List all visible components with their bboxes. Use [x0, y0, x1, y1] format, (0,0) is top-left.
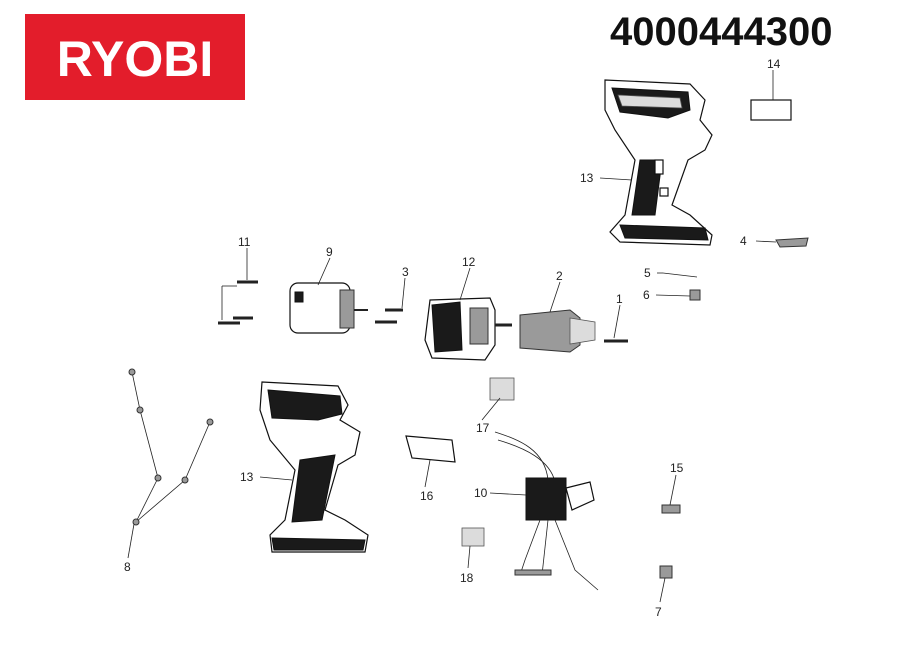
part-11-switch	[494, 431, 599, 591]
model-number: 4000444300	[610, 10, 833, 54]
part-14-led	[661, 504, 681, 514]
callout-10: 11	[238, 235, 251, 249]
callout-13-lower: 13	[240, 470, 254, 484]
logo-text: RYOBI	[57, 31, 214, 87]
part-15-label	[750, 99, 792, 121]
part-8-wires	[128, 368, 214, 526]
callout-labels: 14 13 4 5 6 11 9 3 12 2 1 17 13 16 10 15…	[124, 57, 781, 619]
callout-7: 7	[655, 605, 662, 619]
part-6-clip	[689, 289, 701, 301]
callout-14: 15	[670, 461, 684, 475]
part-4-latch	[775, 237, 809, 248]
callout-4: 4	[740, 234, 747, 248]
part-10-screws	[218, 280, 258, 325]
callout-17: 17	[476, 421, 490, 435]
part-18-insulator	[461, 527, 485, 547]
part-7-clip	[659, 565, 673, 579]
callout-12: 12	[462, 255, 476, 269]
ryobi-logo: RYOBI	[25, 14, 245, 100]
leader-lines	[127, 70, 777, 603]
callout-18: 18	[460, 571, 474, 585]
part-2-chuck	[519, 309, 596, 353]
callout-5: 5	[644, 266, 651, 280]
callout-8: 8	[124, 560, 131, 574]
callout-6: 6	[643, 288, 650, 302]
callout-13-upper: 13	[580, 171, 594, 185]
part-13-housing-upper	[604, 79, 713, 246]
callout-3: 3	[402, 265, 409, 279]
part-16-label	[405, 435, 456, 463]
part-13-housing-lower	[259, 381, 369, 553]
callout-15: 14	[767, 57, 781, 71]
part-12-gearbox	[424, 297, 512, 361]
logo-background	[25, 14, 245, 100]
callout-9: 9	[326, 245, 333, 259]
part-5-spring	[662, 272, 698, 278]
part-3-screws	[375, 308, 403, 324]
callout-11: 10	[474, 486, 488, 500]
part-9-motor	[289, 282, 368, 334]
callout-1: 1	[616, 292, 623, 306]
callout-2: 2	[556, 269, 563, 283]
callout-16: 16	[420, 489, 434, 503]
part-17-sleeve	[489, 377, 515, 401]
